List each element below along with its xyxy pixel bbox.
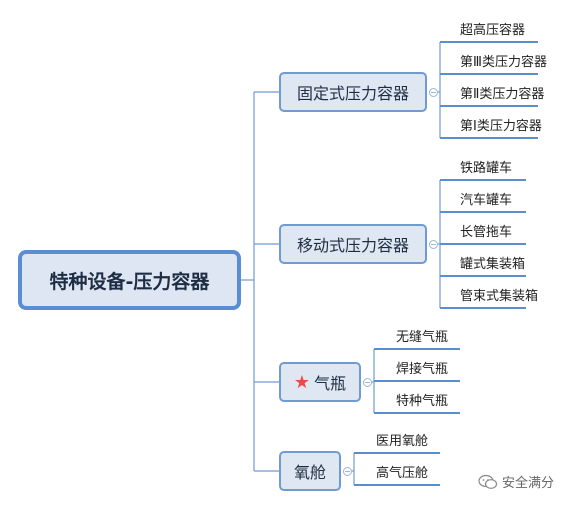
- category-mobile-pressure-vessel: 移动式压力容器: [279, 224, 427, 264]
- category-label: 氧舱: [293, 463, 326, 482]
- category-fixed-pressure-vessel: 固定式压力容器: [279, 72, 427, 112]
- collapse-toggle-icon[interactable]: [363, 378, 372, 387]
- watermark-text: 安全满分: [502, 476, 555, 491]
- leaf-item: 汽车罐车: [460, 193, 513, 208]
- leaf-item: 罐式集装箱: [460, 257, 526, 272]
- collapse-toggle-icon[interactable]: [429, 240, 438, 249]
- leaf-item: 第Ⅱ类压力容器: [460, 87, 545, 102]
- leaf-item: 医用氧舱: [376, 434, 429, 449]
- leaf-item: 高气压舱: [376, 466, 429, 481]
- category-label: 气瓶: [314, 374, 347, 393]
- category-label: 固定式压力容器: [296, 84, 409, 103]
- leaf-item: 管束式集装箱: [460, 289, 539, 304]
- collapse-toggle-icon[interactable]: [429, 88, 438, 97]
- category-label: 移动式压力容器: [296, 236, 409, 255]
- watermark: 安全满分: [478, 472, 554, 491]
- leaf-item: 长管拖车: [460, 225, 513, 240]
- wechat-icon: [478, 474, 498, 489]
- root-node: 特种设备-压力容器: [18, 250, 241, 310]
- leaf-item: 第Ⅰ类压力容器: [460, 119, 542, 134]
- leaf-item: 特种气瓶: [396, 394, 449, 409]
- leaf-item: 第Ⅲ类压力容器: [460, 55, 547, 70]
- star-icon: ★: [293, 371, 311, 393]
- leaf-item: 无缝气瓶: [396, 330, 449, 345]
- root-label: 特种设备-压力容器: [49, 270, 210, 293]
- leaf-item: 铁路罐车: [460, 161, 513, 176]
- leaf-item: 超高压容器: [460, 23, 526, 38]
- category-gas-cylinder: ★ 气瓶: [279, 362, 361, 402]
- category-oxygen-chamber: 氧舱: [279, 451, 341, 491]
- collapse-toggle-icon[interactable]: [343, 467, 352, 476]
- leaf-item: 焊接气瓶: [396, 362, 449, 377]
